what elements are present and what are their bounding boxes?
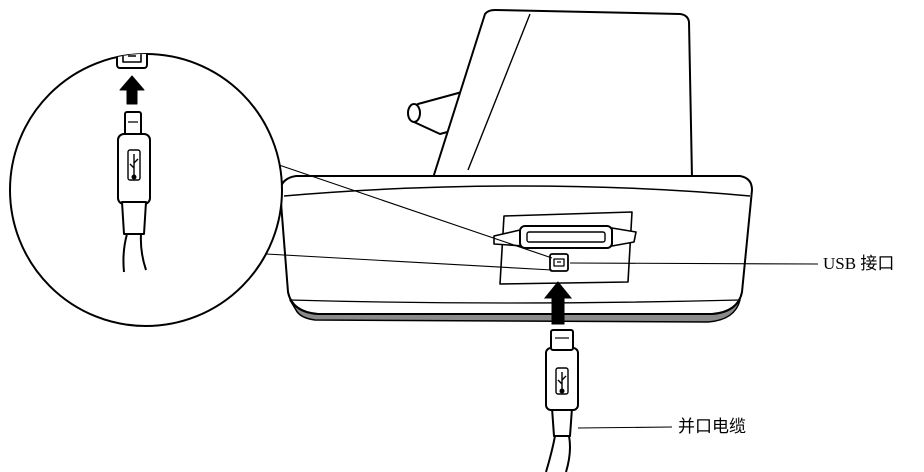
magnifier-circle — [9, 53, 283, 327]
parallel-cable-label: 并口电缆 — [678, 417, 746, 437]
printer-upper-tower — [432, 9, 693, 179]
parallel-port-inner — [526, 231, 606, 243]
usb-b-plug-tip — [550, 329, 574, 351]
zoom-cone-top — [278, 164, 553, 259]
printer-base-top-lip — [283, 185, 751, 197]
usb-cable — [545, 329, 579, 472]
usb-port-leader — [569, 262, 819, 265]
up-arrow-icon — [543, 281, 573, 325]
usb-cable-strain-relief — [551, 407, 573, 437]
usb-trident-icon — [555, 367, 569, 395]
cable-leader — [577, 426, 673, 429]
usb-cable-wire — [545, 435, 571, 472]
usb-b-port-icon — [549, 253, 569, 272]
zoomed-usb-plug — [117, 111, 151, 273]
leader-lines — [265, 164, 819, 429]
usb-port-label: USB 接口 — [823, 254, 895, 273]
parallel-port — [493, 225, 637, 249]
zoomed-up-arrow-icon — [119, 75, 145, 105]
printer-tower-edge-line — [467, 13, 531, 171]
printer — [279, 9, 753, 323]
zoom-cone-bottom — [265, 253, 553, 271]
printer-base-seam — [289, 299, 741, 304]
zoomed-usb-trident-icon — [127, 149, 141, 181]
zoomed-cable-wire — [122, 233, 147, 273]
zoomed-usb-b-port-icon — [116, 54, 148, 69]
